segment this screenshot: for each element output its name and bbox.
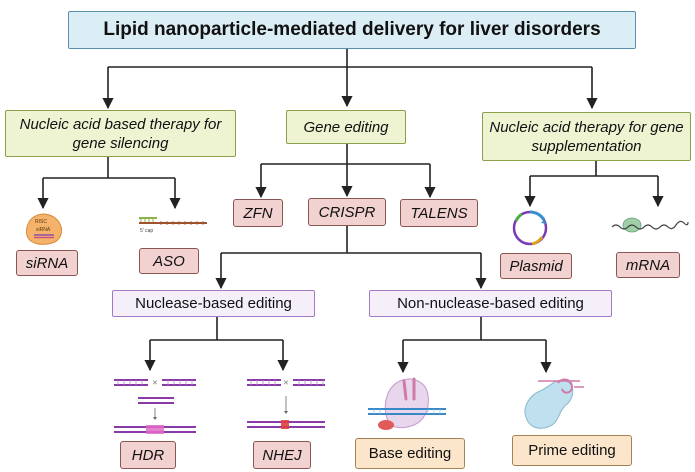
- plasmid-illustration: [512, 210, 548, 246]
- aso-strand-illustration: 5' cap: [139, 217, 207, 234]
- node-sirna: siRNA: [16, 250, 78, 276]
- node-gene-silencing: Nucleic acid based therapy for gene sile…: [5, 110, 236, 157]
- node-gene-editing-text: Gene editing: [303, 118, 389, 136]
- node-hdr-text: HDR: [131, 446, 165, 464]
- hdr-dna-illustration: ✕: [114, 379, 196, 434]
- node-hdr: HDR: [120, 441, 176, 469]
- node-prime-editing-text: Prime editing: [528, 442, 616, 459]
- node-gene-supplementation: Nucleic acid therapy for gene supplement…: [482, 112, 691, 161]
- node-sirna-text: siRNA: [25, 254, 69, 272]
- svg-text:✕: ✕: [152, 380, 158, 387]
- prime-editor-illustration: [524, 378, 584, 429]
- node-zfn-text: ZFN: [243, 204, 273, 222]
- node-nuclease-editing-text: Nuclease-based editing: [135, 295, 292, 312]
- mrna-illustration: [611, 217, 689, 233]
- node-aso-text: ASO: [153, 252, 185, 270]
- diagram-title: Lipid nanoparticle-mediated delivery for…: [68, 11, 636, 49]
- node-aso: ASO: [139, 248, 199, 274]
- node-base-editing-text: Base editing: [368, 445, 452, 462]
- node-talens: TALENS: [400, 199, 478, 227]
- five-prime-cap-label: 5' cap: [140, 228, 153, 234]
- sirna-risc-illustration: RISC siRNA: [25, 213, 63, 245]
- node-crispr: CRISPR: [308, 198, 386, 226]
- node-gene-silencing-text: Nucleic acid based therapy for gene sile…: [19, 115, 222, 152]
- node-crispr-text: CRISPR: [318, 203, 376, 221]
- node-plasmid-text: Plasmid: [509, 257, 563, 275]
- node-zfn: ZFN: [233, 199, 283, 227]
- nhej-dna-illustration: ✕: [247, 379, 325, 429]
- node-mrna: mRNA: [616, 252, 680, 278]
- node-non-nuclease-editing: Non-nuclease-based editing: [369, 290, 612, 317]
- node-prime-editing: Prime editing: [512, 435, 632, 466]
- node-gene-editing: Gene editing: [286, 110, 406, 144]
- node-base-editing: Base editing: [355, 438, 465, 469]
- svg-text:✕: ✕: [283, 380, 289, 387]
- node-nhej: NHEJ: [253, 441, 311, 469]
- node-nhej-text: NHEJ: [262, 446, 302, 464]
- node-plasmid: Plasmid: [500, 253, 572, 279]
- diagram-title-text: Lipid nanoparticle-mediated delivery for…: [103, 19, 601, 40]
- node-non-nuclease-editing-text: Non-nuclease-based editing: [397, 295, 584, 312]
- node-gene-supplementation-text: Nucleic acid therapy for gene supplement…: [489, 118, 684, 155]
- base-editor-illustration: [368, 377, 446, 430]
- sirna-mini-label: siRNA: [36, 227, 51, 233]
- node-talens-text: TALENS: [410, 204, 468, 222]
- node-nuclease-editing: Nuclease-based editing: [112, 290, 315, 317]
- node-mrna-text: mRNA: [625, 256, 671, 274]
- risc-label: RISC: [35, 219, 47, 225]
